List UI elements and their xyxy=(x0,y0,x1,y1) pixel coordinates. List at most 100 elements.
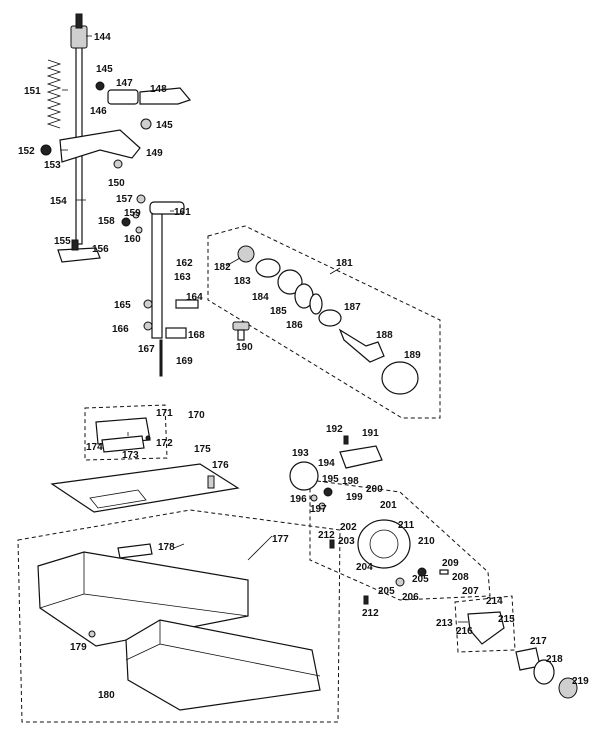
label-152: 152 xyxy=(18,146,35,157)
group-outline-177 xyxy=(17,509,341,723)
presser-bar-top-pin xyxy=(75,13,83,29)
label-162: 162 xyxy=(176,258,193,269)
cap-219 xyxy=(558,677,578,699)
label-159: 159 xyxy=(124,208,141,219)
label-217: 217 xyxy=(530,636,547,647)
label-147: 147 xyxy=(116,78,133,89)
label-209: 209 xyxy=(442,558,459,569)
label-149: 149 xyxy=(146,148,163,159)
lifter-bracket-147 xyxy=(107,89,139,105)
label-170: 170 xyxy=(188,410,205,421)
label-179: 179 xyxy=(70,642,87,653)
bed-plate-175 xyxy=(50,463,240,513)
label-150: 150 xyxy=(108,178,125,189)
label-198: 198 xyxy=(342,476,359,487)
bushing-194 xyxy=(323,487,333,497)
label-188: 188 xyxy=(376,330,393,341)
label-187: 187 xyxy=(344,302,361,313)
label-189: 189 xyxy=(404,350,421,361)
leader-lines xyxy=(60,35,468,623)
screw-196 xyxy=(310,494,318,502)
label-151: 151 xyxy=(24,86,41,97)
label-205a: 205 xyxy=(412,574,429,585)
label-190: 190 xyxy=(236,342,253,353)
label-161: 161 xyxy=(174,207,191,218)
label-146: 146 xyxy=(90,106,107,117)
handwheel-assembly xyxy=(237,245,419,395)
ball-193 xyxy=(289,461,319,491)
needle-169 xyxy=(159,339,163,377)
bobbin-assembly xyxy=(467,611,578,699)
label-194: 194 xyxy=(318,458,335,469)
label-186: 186 xyxy=(286,320,303,331)
label-214: 214 xyxy=(486,596,503,607)
label-212b: 212 xyxy=(362,608,379,619)
label-154: 154 xyxy=(50,196,67,207)
label-192: 192 xyxy=(326,424,343,435)
label-185: 185 xyxy=(270,306,287,317)
screw-165 xyxy=(143,299,153,309)
label-145a: 145 xyxy=(96,64,113,75)
pin-212a xyxy=(329,539,335,549)
label-203: 203 xyxy=(338,536,355,547)
label-176: 176 xyxy=(212,460,229,471)
presser-bar-assembly xyxy=(40,13,192,263)
label-215: 215 xyxy=(498,614,515,625)
pin-192 xyxy=(343,435,349,445)
pin-208 xyxy=(439,569,449,575)
group-outline-170 xyxy=(84,404,168,461)
latch-178 xyxy=(117,543,153,559)
throat-plate-assembly xyxy=(95,417,151,453)
hinge-179 xyxy=(88,630,96,638)
label-157: 157 xyxy=(116,194,133,205)
label-177: 177 xyxy=(272,534,289,545)
label-145b: 145 xyxy=(156,120,173,131)
label-163: 163 xyxy=(174,272,191,283)
label-167: 167 xyxy=(138,344,155,355)
label-178: 178 xyxy=(158,542,175,553)
label-202: 202 xyxy=(340,522,357,533)
housing-211-inner xyxy=(369,529,399,559)
part-number-labels: 144 145 147 148 151 146 145 149 152 153 … xyxy=(18,32,589,701)
needle-clamp-168 xyxy=(165,327,187,339)
needle-bar-shaft xyxy=(151,207,163,339)
label-153: 153 xyxy=(44,160,61,171)
label-182: 182 xyxy=(214,262,231,273)
label-148: 148 xyxy=(150,84,167,95)
screw-205b xyxy=(417,567,427,577)
label-158: 158 xyxy=(98,216,115,227)
housing-211 xyxy=(357,519,411,569)
cover-180 xyxy=(125,619,321,711)
label-210: 210 xyxy=(418,536,435,547)
shaft-188 xyxy=(338,328,385,363)
label-164: 164 xyxy=(186,292,203,303)
label-169: 169 xyxy=(176,356,193,367)
label-204: 204 xyxy=(356,562,373,573)
label-196: 196 xyxy=(290,494,307,505)
presser-bar-lifter xyxy=(59,129,141,163)
label-166: 166 xyxy=(112,324,129,335)
label-219: 219 xyxy=(572,676,589,687)
presser-foot-155 xyxy=(57,247,101,263)
screw-157 xyxy=(136,194,146,204)
label-171: 171 xyxy=(156,408,173,419)
cover-180-top xyxy=(125,620,321,677)
label-206: 206 xyxy=(402,592,419,603)
label-218: 218 xyxy=(546,654,563,665)
feed-dog-173 xyxy=(101,435,145,453)
label-155: 155 xyxy=(54,236,71,247)
label-181: 181 xyxy=(336,258,353,269)
label-191: 191 xyxy=(362,428,379,439)
label-180: 180 xyxy=(98,690,115,701)
label-208: 208 xyxy=(452,572,469,583)
bobbin-case-216 xyxy=(467,611,505,645)
label-156: 156 xyxy=(92,244,109,255)
bushing-182 xyxy=(237,245,255,263)
label-144: 144 xyxy=(94,32,111,43)
label-197: 197 xyxy=(310,504,327,515)
label-211: 211 xyxy=(398,520,415,531)
label-168: 168 xyxy=(188,330,205,341)
screw-159 xyxy=(132,211,140,219)
screw-145b xyxy=(140,118,152,130)
